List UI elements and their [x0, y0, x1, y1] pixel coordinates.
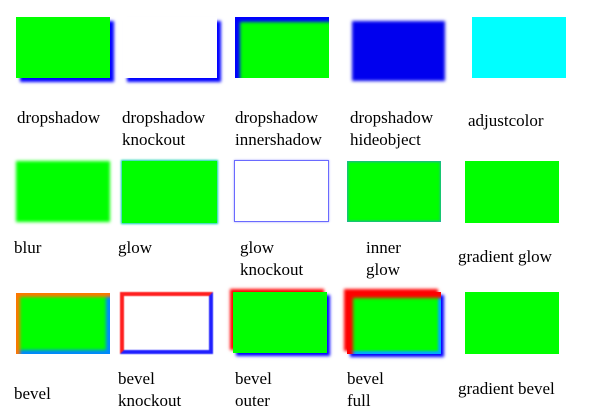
bevel-knockout-swatch: [120, 292, 213, 354]
dropshadow-swatch: [16, 17, 110, 78]
blur-swatch: [16, 161, 110, 222]
dropshadow-hideobject-swatch: [352, 21, 445, 81]
bevel-label: bevel: [14, 384, 51, 403]
bevel-full-swatch: [347, 292, 441, 354]
adjustcolor-label: adjustcolor: [468, 111, 544, 130]
glow-swatch: [122, 161, 217, 223]
adjustcolor-swatch: [472, 17, 566, 78]
glow-knockout-swatch: [234, 160, 329, 222]
gradient-glow-label: gradient glow: [458, 247, 552, 266]
blur-label: blur: [14, 238, 42, 257]
gradient-glow-swatch: [465, 161, 559, 223]
dropshadow-label: dropshadow: [17, 108, 101, 127]
bevel-outer-swatch: [233, 292, 327, 353]
gradient-bevel-swatch: [465, 292, 559, 354]
gradient-bevel-label: gradient bevel: [458, 379, 555, 398]
dropshadow-knockout-swatch: [123, 17, 217, 78]
dropshadow-innershadow-swatch: [235, 17, 329, 78]
inner-glow-swatch: [347, 161, 441, 222]
glow-label: glow: [118, 238, 152, 257]
bevel-swatch: [16, 293, 110, 354]
